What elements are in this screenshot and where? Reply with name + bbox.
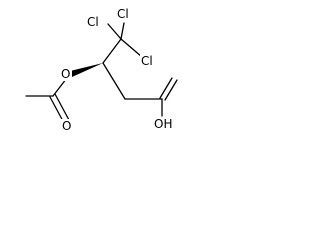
bond-c3-c2	[102, 62, 126, 100]
label-bg-cl-left	[86, 15, 102, 29]
atom-cl-left: Cl	[87, 15, 99, 29]
atom-ester-oxygen: O	[61, 67, 70, 81]
label-bg-acid-oh	[153, 117, 175, 131]
label-bg-cl-right	[140, 54, 156, 68]
bond-c3-ccl3	[102, 38, 122, 64]
atom-cl-right: Cl	[141, 54, 153, 68]
bond-ccl3-cl-left	[107, 23, 122, 40]
bond-acid-carbonyl-1	[159, 77, 173, 99]
label-bg-carbonyl-o	[61, 119, 73, 133]
label-bg-cl-top	[116, 7, 132, 21]
atom-acid-hydroxyl: OH	[154, 117, 172, 131]
bond-acid-carbonyl-2	[164, 79, 178, 101]
label-bg-ester-o	[60, 67, 72, 81]
bond-acyl-carbonyl-1	[49, 96, 65, 124]
bond-acyl-carbonyl-2	[54, 93, 70, 121]
atom-carbonyl-oxygen: O	[62, 119, 71, 133]
bond-ccl3-cl-top	[120, 22, 125, 40]
bond-ccl3-cl-right	[120, 38, 143, 58]
structure-diagram: Cl Cl Cl O O OH	[25, 7, 178, 133]
atom-cl-top: Cl	[117, 7, 129, 21]
stereo-wedge-bond	[70, 63, 103, 77]
